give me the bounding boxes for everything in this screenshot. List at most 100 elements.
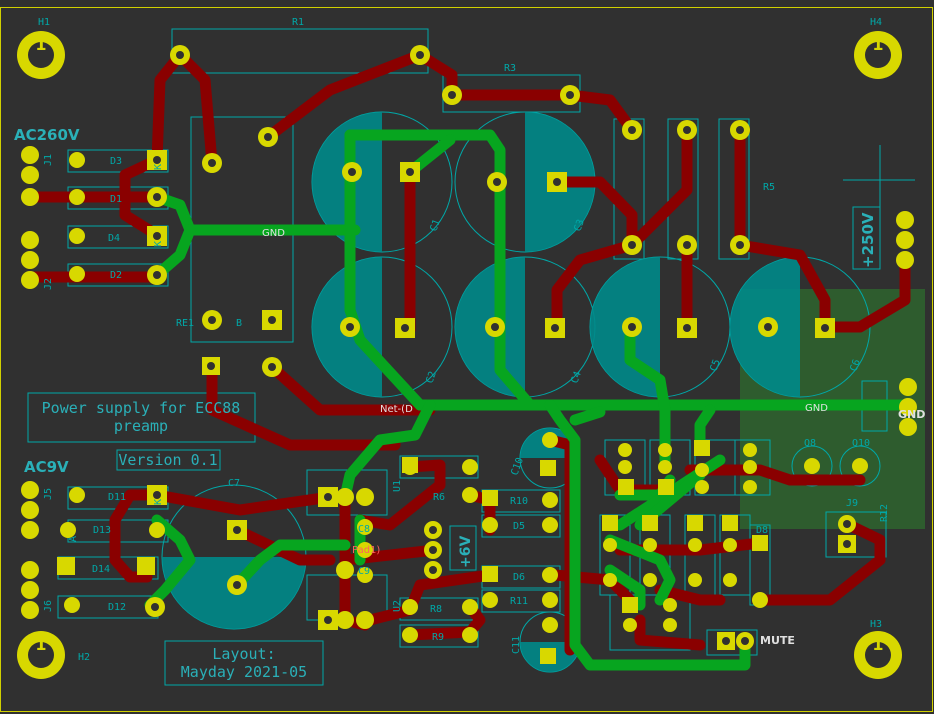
c4-label: C4 [569, 370, 583, 385]
r6-label: R6 [433, 492, 445, 503]
plus6v-box [449, 525, 477, 571]
d11-label: D11 [108, 492, 126, 503]
pad-r12 [622, 597, 638, 613]
pad-d6 [482, 566, 498, 582]
title-line2: preamp [114, 417, 168, 435]
r10-label: R10 [510, 496, 528, 507]
d12-label: D12 [108, 602, 126, 613]
u1-label: U1 [392, 480, 403, 492]
pad-ic-a [602, 515, 618, 531]
pad-k3-label: K [153, 499, 164, 505]
drill-holes [151, 51, 851, 645]
c11-label: C11 [511, 636, 522, 654]
title-line1: Power supply for ECC88 [42, 399, 241, 417]
ac260-title: AC260V [14, 126, 80, 144]
r5-label: R5 [763, 182, 775, 193]
mute-label: MUTE [760, 634, 795, 647]
j6-label: J6 [43, 600, 54, 612]
c9-label: C9 [358, 566, 370, 577]
connector-labels: AC260V AC9V +250V +6V MUTE GND [14, 126, 925, 647]
lv-out-label: +6V [458, 536, 474, 568]
cap-fills [162, 112, 800, 672]
pad-r10 [482, 490, 498, 506]
title-box [27, 392, 256, 443]
r11-label: R11 [510, 596, 528, 607]
r11-outline [481, 589, 561, 613]
board-edge [0, 7, 933, 712]
j5-label: J5 [43, 488, 54, 500]
d4-outline [67, 225, 169, 249]
c5-label: C5 [708, 358, 722, 373]
j9-label: J9 [846, 498, 858, 509]
q10-outline [839, 445, 881, 487]
r1-label: R1 [292, 17, 304, 28]
hv-out-label: +250V [859, 212, 877, 268]
pad-k2-label: K [153, 241, 164, 247]
h4-label: H4 [870, 17, 882, 28]
j1-label: J1 [43, 154, 54, 166]
r8-label: R8 [430, 604, 442, 615]
c3-label: C3 [572, 218, 586, 233]
mounting-holes [17, 31, 902, 679]
d8-label: D8 [756, 525, 768, 536]
mount-pin-numbers: 1 1 1 1 [35, 35, 883, 654]
j2-label: J2 [43, 278, 54, 290]
d6-label: D6 [513, 572, 525, 583]
net-gnd-right: GND [805, 403, 828, 414]
mute-conn-outline [706, 629, 758, 656]
h1-pin: 1 [35, 35, 46, 54]
back-copper-traces [144, 129, 911, 671]
layout-line2: Mayday 2021-05 [181, 663, 307, 681]
net-d-label: Net-(D [380, 404, 413, 415]
net-labels: GND GND Net-(D Pad1) [262, 228, 828, 556]
c6-label: C6 [848, 358, 862, 373]
pad-ic-d [722, 515, 738, 531]
d5-label: D5 [513, 521, 525, 532]
pad-d14 [57, 557, 75, 575]
pad-b-label: B [236, 318, 242, 329]
h3-pin: 1 [872, 635, 883, 654]
pad-a-label: A [68, 536, 79, 542]
j9-outline [825, 511, 887, 558]
d14-label: D14 [92, 564, 110, 575]
r5c-outline [718, 118, 750, 260]
h4-pin: 1 [872, 35, 883, 54]
ac9-title: AC9V [24, 458, 69, 476]
d1-label: D1 [110, 194, 122, 205]
d5-outline [481, 514, 561, 538]
version-text: Version 0.1 [118, 451, 217, 469]
c10-label: C10 [509, 456, 526, 477]
c7-label: C7 [228, 478, 240, 489]
q10-label: Q10 [852, 438, 870, 449]
gnd-conn-label: GND [898, 408, 925, 421]
h2-label: H2 [78, 652, 90, 663]
pad-c10 [540, 460, 556, 476]
r12-label: R12 [879, 504, 890, 522]
pad-ic-c [687, 515, 703, 531]
h2-pin: 1 [35, 635, 46, 654]
layout-box [164, 640, 324, 686]
pad-c11 [540, 648, 556, 664]
r3-label: R3 [504, 63, 516, 74]
pad-qc [694, 440, 710, 456]
d3-outline [67, 149, 169, 173]
u2-label: U2 [392, 600, 403, 612]
re1-label: RE1 [176, 318, 194, 329]
c1-label: C1 [428, 218, 442, 233]
net-gnd-top: GND [262, 228, 285, 239]
pad-qa [618, 479, 634, 495]
d3-label: D3 [110, 156, 122, 167]
d4-label: D4 [108, 233, 120, 244]
pad-d8 [752, 535, 768, 551]
q8-outline [791, 445, 833, 487]
d13-label: D13 [93, 525, 111, 536]
h3-label: H3 [870, 619, 882, 630]
pad-ic-b [642, 515, 658, 531]
ref-labels: H1 H4 H2 H3 R1 R3 R5 D3 D1 D4 D2 RE1 B C… [38, 17, 882, 663]
h1-label: H1 [38, 17, 50, 28]
pad-k1-label: K [153, 164, 164, 170]
title-texts: Power supply for ECC88 preamp Version 0.… [42, 399, 308, 681]
c2-label: C2 [424, 370, 438, 385]
r9-label: R9 [432, 632, 444, 643]
